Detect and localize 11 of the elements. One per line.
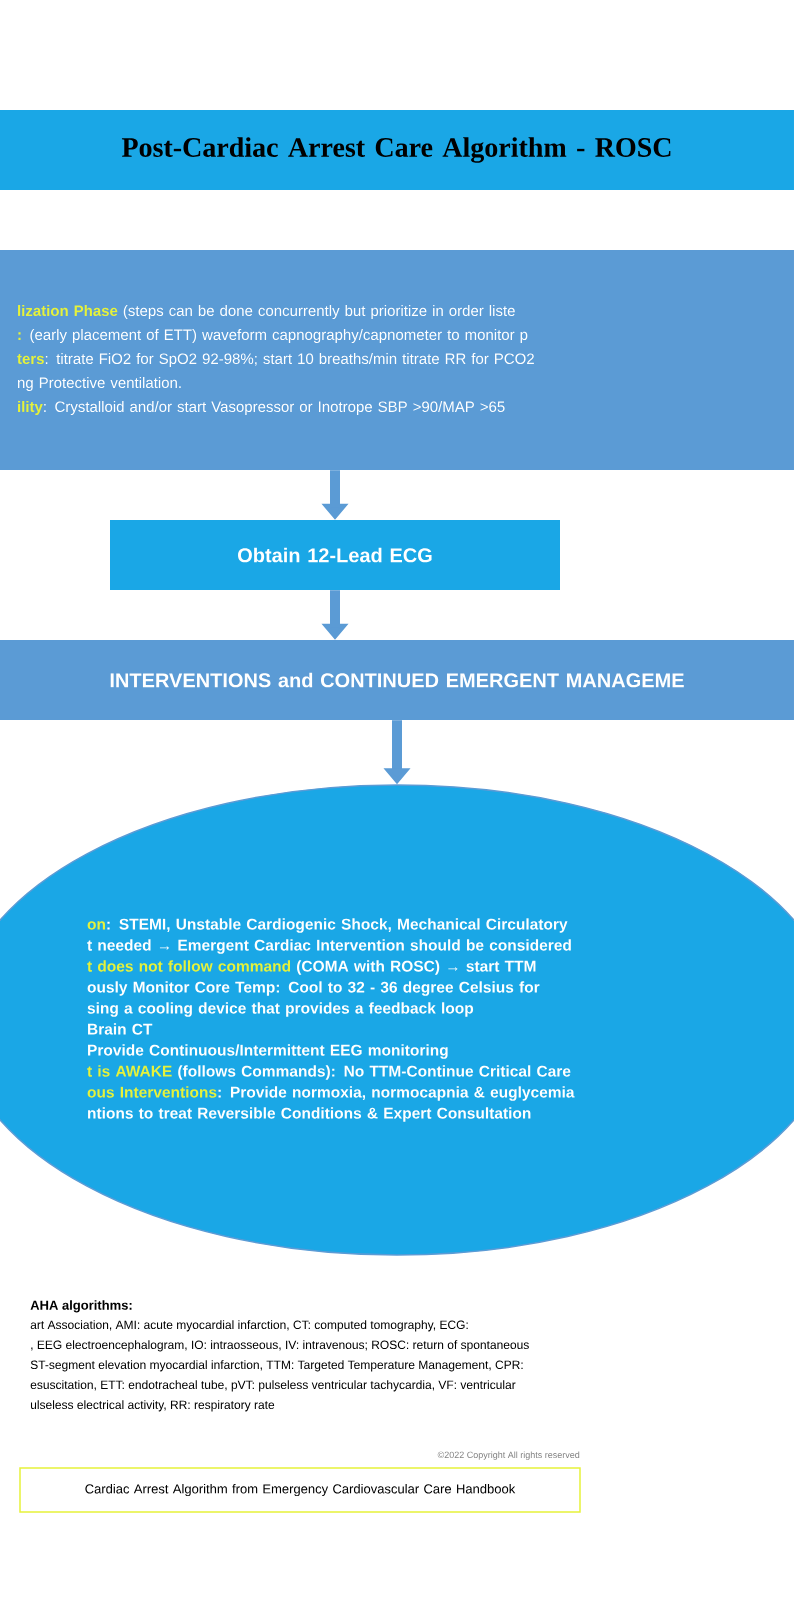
section-band: INTERVENTIONS and CONTINUED EMERGENT MANAGEME — [0, 640, 794, 720]
abbreviation-line: ST-segment elevation myocardial infarction, TTM: Targeted Temperature Management, CPR: — [30, 1360, 523, 1372]
abbreviation-line: esuscitation, ETT: endotracheal tube, pVT: pulseless ventricular tachycardia, VF: ventricular — [30, 1380, 516, 1392]
abbreviation-line: ulseless electrical activity, RR: respiratory rate — [31, 1400, 275, 1412]
abbreviation-line: art Association, AMI: acute myocardial infarction, CT: computed tomography, ECG: — [30, 1320, 468, 1332]
abbreviation-line: , EEG electroencephalogram, IO: intraosseous, IV: intravenous; ROSC: return of spontaneous — [31, 1340, 529, 1352]
title-band: Post-Cardiac Arrest Care Algorithm - ROSC — [0, 110, 794, 190]
notes-heading: AHA algorithms: — [30, 1300, 132, 1313]
phase-box: lization Phase (steps can be done concurrently but prioritize in order liste : (early placement of ETT) waveform capnography/capnometer to monitor p ters: titrate FiO2 for SpO2 92-98%; start 10 breaths/min titrate RR for PCO2 ng Protective ventilation. ility: Crystalloid and/or start Vasopressor or Inotrope SBP >90/MAP >65 — [0, 250, 794, 470]
step-box: Obtain 12-Lead ECG — [110, 520, 560, 590]
caption-box: Cardiac Arrest Algorithm from Emergency Cardiovascular Care Handbook — [19, 1467, 581, 1513]
